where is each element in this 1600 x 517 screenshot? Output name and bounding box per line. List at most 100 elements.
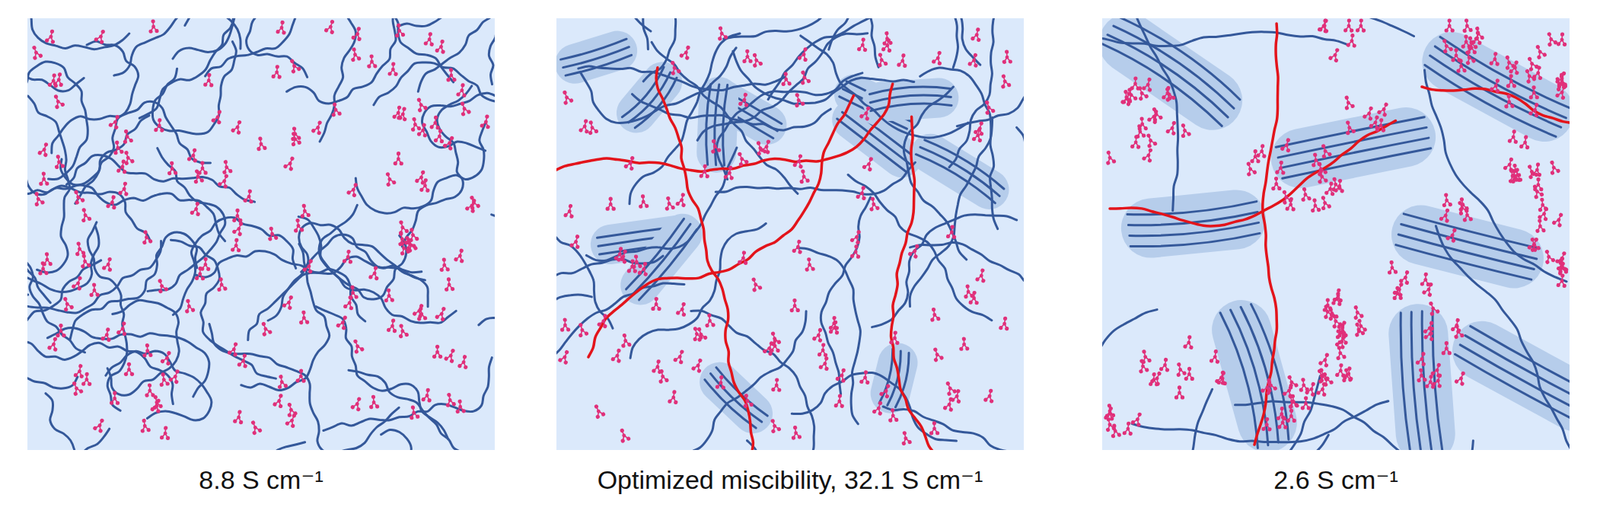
dopant-molecule: [767, 417, 782, 434]
dopant-molecule: [1420, 271, 1432, 287]
dopant-molecule: [861, 155, 877, 173]
dopant-molecule: [1320, 302, 1335, 319]
dopant-molecule: [382, 170, 397, 188]
dopant-molecule: [942, 379, 957, 397]
dopant-molecule: [258, 320, 273, 338]
dopant-molecule: [662, 195, 676, 211]
dopant-molecule: [1415, 350, 1429, 367]
dopant-molecule: [231, 219, 246, 237]
dopant-molecule: [559, 89, 574, 106]
dopant-molecule: [1533, 177, 1544, 192]
dopant-molecule: [771, 377, 782, 393]
dopant-molecule: [302, 257, 316, 275]
dopant-molecule: [578, 117, 592, 134]
polymer-chain: [328, 429, 412, 450]
dopant-molecule: [335, 313, 351, 331]
polymer-chain: [747, 440, 820, 450]
dopant-molecule: [286, 57, 302, 74]
dopant-molecule: [443, 277, 456, 292]
dopant-molecule: [350, 395, 365, 412]
dopant-molecule: [283, 401, 298, 418]
dopant-molecule: [1255, 143, 1269, 159]
dopant-molecule: [1507, 128, 1520, 144]
dopant-molecule: [396, 105, 410, 122]
dopant-molecule: [859, 369, 872, 385]
polymer-chain: [1102, 31, 1349, 47]
polymer-chain: [578, 66, 786, 90]
dopant-molecule: [1375, 117, 1387, 133]
dopant-molecule: [1425, 299, 1441, 317]
dopant-molecule: [874, 51, 888, 68]
polymer-chain: [949, 18, 1014, 168]
dopant-molecule: [1345, 32, 1358, 48]
dopant-molecule: [1249, 149, 1261, 163]
dopant-molecule: [791, 92, 806, 109]
polymer-chain: [956, 18, 1024, 127]
dopant-molecule: [1284, 392, 1299, 409]
dopant-molecule: [466, 194, 482, 211]
polymer-chain: [791, 372, 957, 441]
ordered-chain: [1455, 353, 1571, 426]
crystalline-domain: [1441, 310, 1570, 442]
dopant-molecule: [734, 149, 750, 167]
polymer-chain: [205, 18, 355, 77]
dopant-molecule: [850, 244, 862, 259]
dopant-molecule: [1342, 119, 1357, 136]
dopant-molecule: [47, 73, 60, 89]
polymer-chain: [240, 407, 399, 450]
polymer-chain: [315, 306, 449, 440]
polymer-chain: [861, 18, 879, 67]
dopant-molecule: [275, 373, 288, 389]
polymer-chain: [1459, 440, 1487, 450]
dopant-molecule: [153, 117, 165, 133]
polymer-chain: [580, 47, 737, 124]
dopant-molecule: [818, 354, 832, 371]
dopant-molecule: [281, 293, 297, 311]
dopant-molecule: [889, 330, 901, 345]
dopant-molecule: [93, 28, 109, 45]
polymer-chain: [691, 310, 815, 450]
tie-chain: [1421, 86, 1570, 194]
dopant-molecule: [1462, 48, 1477, 66]
polymer-chain: [909, 117, 993, 306]
ordered-chain: [704, 379, 756, 428]
dopant-molecule: [446, 67, 457, 83]
dopant-molecule: [1506, 167, 1520, 184]
dopant-molecule: [52, 153, 65, 169]
dopant-molecule: [1001, 49, 1013, 64]
dopant-molecule: [230, 237, 243, 252]
dopant-molecule: [796, 45, 811, 62]
dopant-molecule: [1134, 123, 1147, 139]
dopant-molecule: [434, 38, 448, 55]
dopant-molecule: [967, 51, 981, 68]
polymer-chain: [248, 256, 422, 341]
dopant-molecule: [1146, 108, 1161, 125]
dopant-molecule: [1286, 408, 1298, 423]
polymer-chain: [298, 216, 456, 324]
polymer-chain: [87, 222, 128, 412]
dopant-molecule: [272, 392, 287, 408]
dopant-molecule: [596, 312, 611, 329]
ordered-chain: [1432, 310, 1444, 450]
dopant-molecule: [433, 127, 447, 144]
dopant-molecule: [1532, 43, 1547, 61]
dopant-molecule: [154, 277, 169, 294]
polymer-chain: [910, 242, 1024, 322]
dopant-molecule: [157, 371, 170, 387]
dopant-molecule: [383, 287, 395, 303]
ordered-chain: [1119, 18, 1240, 100]
dopant-molecule: [1440, 192, 1453, 208]
dopant-molecule: [1534, 218, 1546, 233]
dopant-molecule: [429, 114, 441, 130]
tie-chain: [588, 95, 855, 357]
dopant-molecule: [828, 319, 842, 335]
polymer-chain: [630, 223, 766, 359]
dopant-molecule: [105, 194, 119, 211]
dopant-molecule: [247, 418, 262, 436]
dopant-molecule: [1454, 199, 1470, 217]
dopant-molecule: [675, 191, 689, 208]
dopant-molecule: [443, 392, 456, 408]
dopant-molecule: [168, 367, 183, 385]
dopant-molecule: [142, 343, 153, 358]
dopant-molecule: [1209, 348, 1222, 364]
